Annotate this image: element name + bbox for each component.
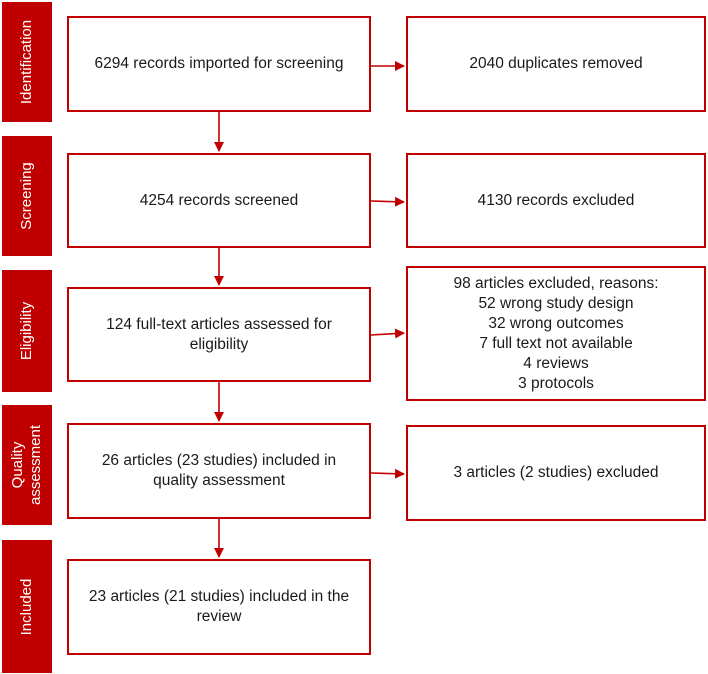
- stage-band-eligibility: Eligibility: [2, 270, 52, 392]
- exclusion-reason: 3 protocols: [518, 374, 594, 392]
- included-review-text: 23 articles (21 studies) included in the…: [88, 588, 350, 625]
- stage-band-quality-assessment: Quality assessment: [2, 405, 52, 525]
- records-excluded-text: 4130 records excluded: [477, 191, 635, 209]
- box-quality-excluded: 3 articles (2 studies) excluded: [406, 425, 706, 521]
- stage-band-identification: Identification: [2, 2, 52, 122]
- exclusion-reason: 4 reviews: [523, 354, 589, 372]
- arrow-to-quality-excluded: [370, 468, 405, 479]
- quality-excluded-text: 3 articles (2 studies) excluded: [453, 464, 659, 481]
- duplicates-removed-text: 2040 duplicates removed: [469, 55, 643, 72]
- records-screened-text: 4254 records screened: [139, 191, 299, 209]
- exclusion-reason: 32 wrong outcomes: [488, 314, 624, 332]
- articles-excluded-title: 98 articles excluded, reasons:: [453, 274, 659, 292]
- exclusion-reason: 7 full text not available: [479, 334, 633, 352]
- box-included-review: 23 articles (21 studies) included in the…: [67, 559, 371, 655]
- stage-band-screening: Screening: [2, 136, 52, 256]
- box-records-screened: 4254 records screened: [67, 153, 371, 248]
- box-articles-excluded: 98 articles excluded, reasons: 52 wrong …: [406, 266, 706, 401]
- stage-band-included: Included: [2, 540, 52, 673]
- exclusion-reason: 52 wrong study design: [478, 294, 634, 312]
- box-quality-assessment: 26 articles (23 studies) included in qua…: [67, 423, 371, 519]
- box-records-excluded: 4130 records excluded: [406, 153, 706, 248]
- records-imported-text: 6294 records imported for screening: [94, 55, 344, 72]
- arrow-to-articles-excluded: [370, 328, 405, 339]
- quality-assessment-text: 26 articles (23 studies) included in qua…: [101, 452, 337, 489]
- box-records-imported: 6294 records imported for screening: [67, 16, 371, 112]
- fulltext-assessed-text: 124 full-text articles assessed for elig…: [106, 315, 332, 353]
- arrow-to-records-excluded: [370, 196, 405, 207]
- box-duplicates-removed: 2040 duplicates removed: [406, 16, 706, 112]
- box-fulltext-assessed: 124 full-text articles assessed for elig…: [67, 287, 371, 382]
